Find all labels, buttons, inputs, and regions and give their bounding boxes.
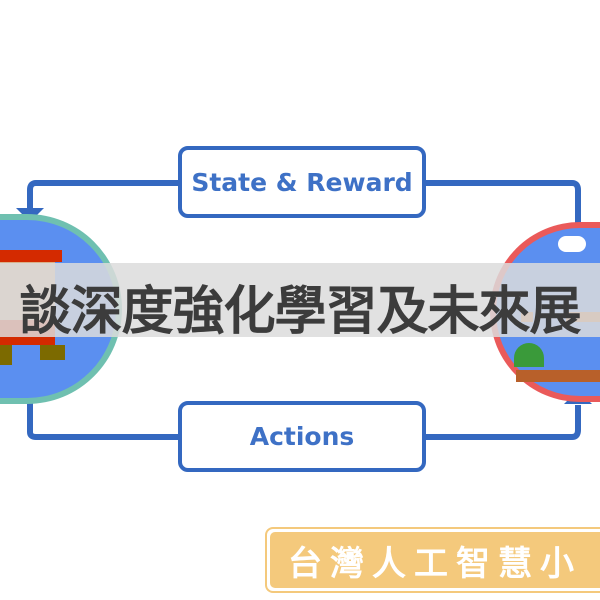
mario-hat xyxy=(0,250,62,262)
mario-boot-right xyxy=(40,345,65,360)
page-title: 談深度強化學習及未來展 xyxy=(19,282,581,342)
actions-box: Actions xyxy=(178,401,426,472)
ground xyxy=(516,370,600,382)
cloud xyxy=(558,236,586,252)
mario-boot-left xyxy=(0,345,12,365)
brand-badge-text: 台灣人工智慧小 xyxy=(270,532,600,588)
state-reward-label: State & Reward xyxy=(191,167,413,197)
actions-label: Actions xyxy=(249,422,355,451)
state-reward-box: State & Reward xyxy=(178,146,426,218)
hill xyxy=(514,343,544,367)
title-banner: 談深度強化學習及未來展 xyxy=(0,263,600,342)
brand-badge: 台灣人工智慧小 xyxy=(265,527,600,593)
